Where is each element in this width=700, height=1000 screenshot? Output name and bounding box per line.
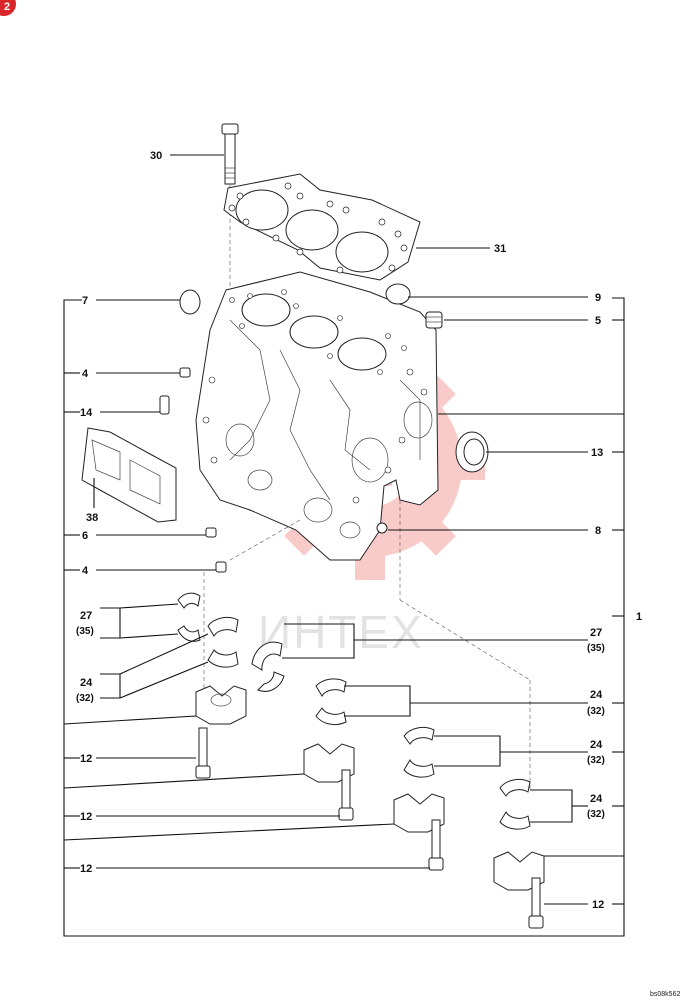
callout-9: 9 <box>595 292 601 304</box>
watermark-text: ИНТЕХ <box>258 606 424 658</box>
callout-8: 8 <box>595 525 601 537</box>
callout-6: 6 <box>82 530 88 542</box>
threaded-plug-part <box>425 311 443 329</box>
cap-bolt-4-part <box>528 877 544 929</box>
callout-32-right-2: (32) <box>587 755 605 766</box>
head-bolt-part <box>221 123 239 300</box>
thrust-washer-right-part <box>251 641 285 692</box>
callout-24-right-2: 24 <box>590 739 603 751</box>
leader-lines <box>63 154 624 905</box>
oil-seal-part <box>455 431 489 473</box>
corner-badge: 2 <box>0 0 16 16</box>
cap-bolt-3-part <box>428 819 444 871</box>
callout-27-right: 27 <box>590 627 602 639</box>
callout-31: 31 <box>494 243 506 255</box>
callout-4-lower: 4 <box>82 565 89 577</box>
expansion-plug-left-part <box>179 289 201 315</box>
expansion-plug-right-part <box>385 283 411 305</box>
callout-24-left: 24 <box>80 677 93 689</box>
cap-bolt-1-part <box>195 727 211 779</box>
callout-35-right: (35) <box>587 643 605 654</box>
callout-1: 1 <box>636 611 642 623</box>
small-plug-right-part <box>376 522 388 534</box>
callout-14: 14 <box>80 407 93 419</box>
callout-30: 30 <box>150 150 162 162</box>
callout-4-upper: 4 <box>82 368 89 380</box>
callout-12-a: 12 <box>80 753 92 765</box>
callout-12-c: 12 <box>80 863 92 875</box>
drawing-code: bs08k562 <box>650 991 680 998</box>
small-plug-upper-part <box>179 367 191 378</box>
fitting-part <box>159 395 170 415</box>
callout-32-right-3: (32) <box>587 809 605 820</box>
callout-12-d: 12 <box>592 899 604 911</box>
callout-12-b: 12 <box>80 811 92 823</box>
head-gasket-part <box>223 173 421 281</box>
callout-32-left: (32) <box>76 693 94 704</box>
assembly-bracket-frame <box>63 297 625 937</box>
main-bearing-shell-2-part <box>315 678 347 726</box>
callout-32-right-1: (32) <box>587 706 605 717</box>
small-plug-lower-part <box>203 561 227 690</box>
callout-35-left: (35) <box>76 626 94 637</box>
main-bearing-shell-left-part <box>207 616 239 668</box>
cylinder-block-part <box>195 271 439 561</box>
callout-24-right-3: 24 <box>590 793 603 805</box>
side-plate-part <box>81 427 177 523</box>
callout-24-right-1: 24 <box>590 689 603 701</box>
callout-5: 5 <box>595 315 601 327</box>
callout-13: 13 <box>591 447 603 459</box>
main-bearing-shell-4-part <box>499 778 531 830</box>
drain-plug-part <box>205 527 217 538</box>
bearing-cap-1-part <box>195 685 247 725</box>
callout-27-left: 27 <box>80 610 92 622</box>
thrust-washer-left-part <box>177 592 201 642</box>
callout-38: 38 <box>86 512 98 524</box>
main-bearing-shell-3-part <box>403 726 435 778</box>
callout-7: 7 <box>82 295 88 307</box>
cap-bolt-2-part <box>338 769 354 821</box>
